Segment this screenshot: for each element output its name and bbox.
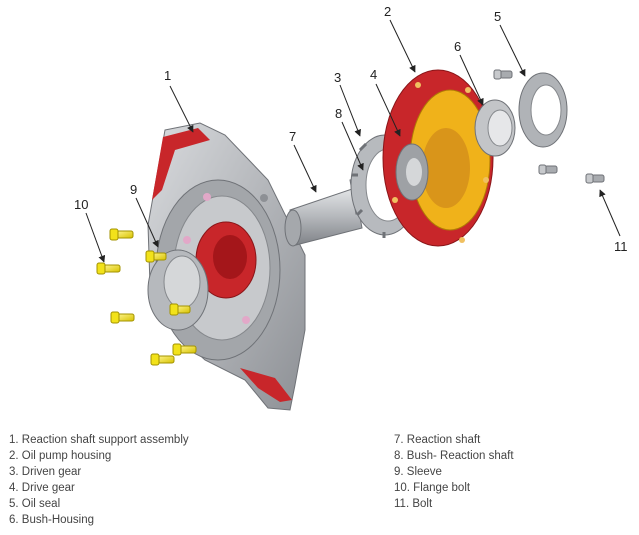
- callout-6: 6: [454, 39, 461, 54]
- legend-item: 9. Sleeve: [394, 466, 442, 478]
- legend-item: 4. Drive gear: [9, 482, 75, 494]
- bolt: [96, 262, 121, 275]
- legend-item: 11. Bolt: [394, 498, 433, 510]
- legend-item: 2. Oil pump housing: [9, 450, 112, 462]
- bolt: [585, 173, 605, 184]
- bolt: [172, 343, 197, 356]
- legend-item: 6. Bush-Housing: [9, 514, 95, 526]
- bolt: [109, 228, 134, 241]
- callout-11: 11: [614, 239, 628, 254]
- leader-9: [135, 197, 159, 248]
- bolt: [110, 311, 135, 324]
- bolt: [150, 353, 175, 366]
- callout-1: 1: [164, 68, 171, 83]
- leader-8: [341, 121, 364, 171]
- leader-4: [375, 83, 401, 137]
- bolt: [145, 250, 167, 263]
- oil-pump-housing: [382, 69, 494, 247]
- flange-bolts-yellow: [96, 228, 197, 366]
- leader-7: [293, 144, 317, 193]
- callout-4: 4: [370, 67, 377, 82]
- callout-10: 10: [74, 197, 88, 212]
- exploded-parts-diagram: 1 2 3 4 5 6 7 8 9 10 11: [74, 4, 628, 411]
- sleeve: [147, 249, 209, 331]
- leader-3: [339, 84, 361, 137]
- bolt: [493, 69, 513, 80]
- legend-item: 3. Driven gear: [9, 466, 82, 478]
- oil-seal: [518, 72, 568, 148]
- leader-11: [599, 189, 621, 237]
- legend-item: 1. Reaction shaft support assembly: [9, 434, 189, 446]
- bolt: [169, 303, 191, 316]
- legend-right-column: 7. Reaction shaft 8. Bush- Reaction shaf…: [394, 432, 514, 512]
- bush-housing: [474, 99, 516, 157]
- callout-3: 3: [334, 70, 341, 85]
- legend-item: 8. Bush- Reaction shaft: [394, 450, 514, 462]
- leader-5: [499, 24, 526, 77]
- callout-7: 7: [289, 129, 296, 144]
- leader-6: [459, 54, 484, 106]
- leader-10: [85, 212, 106, 263]
- legend-item: 7. Reaction shaft: [394, 434, 481, 446]
- callout-9: 9: [130, 182, 137, 197]
- bolts-gray: [493, 69, 605, 184]
- leader-lines: [85, 19, 621, 263]
- callout-5: 5: [494, 9, 501, 24]
- leader-1: [169, 85, 194, 133]
- callout-2: 2: [384, 4, 391, 19]
- legend-left-column: 1. Reaction shaft support assembly 2. Oi…: [9, 432, 189, 528]
- leader-2: [389, 19, 416, 73]
- legend-item: 5. Oil seal: [9, 498, 61, 510]
- callout-8: 8: [335, 106, 342, 121]
- legend-item: 10. Flange bolt: [394, 482, 471, 494]
- bolt: [538, 164, 558, 175]
- drive-gear: [395, 143, 429, 201]
